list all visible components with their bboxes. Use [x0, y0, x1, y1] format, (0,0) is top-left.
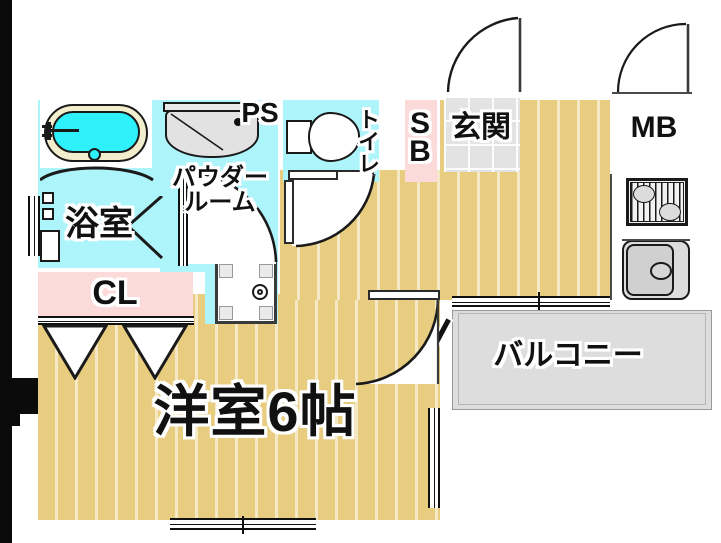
- bathtub-drain-icon: [88, 148, 101, 161]
- bathroom-folding-door[interactable]: [118, 196, 164, 268]
- bathroom-window[interactable]: [28, 196, 40, 256]
- closet-folding-door-right[interactable]: [122, 324, 188, 380]
- closet-door-track[interactable]: [38, 316, 194, 325]
- toilet-bowl: [308, 112, 360, 162]
- meter-box-floor: [610, 100, 698, 166]
- wall-left-upper: [0, 0, 12, 104]
- room-label-meter-box: MB: [630, 111, 678, 144]
- kitchen-sink-edge: [622, 239, 690, 241]
- bathroom-shelf-icon: [40, 230, 60, 262]
- toilet-door-leaf-open[interactable]: [284, 180, 294, 244]
- washer-drain-icon: [252, 284, 268, 300]
- wall-top-4: [0, 414, 20, 426]
- entrance-door[interactable]: [446, 10, 524, 94]
- entrance-floor: [444, 96, 520, 172]
- main-room-door-frame: [368, 290, 440, 300]
- washer-foot-tl: [219, 264, 233, 278]
- wall-left-upper-2: [0, 104, 12, 378]
- bathroom-control-panel-icon: [42, 192, 54, 204]
- balcony-area: [452, 310, 712, 410]
- main-room-floor: [38, 294, 440, 520]
- south-window-mullion: [242, 516, 244, 534]
- bathtub-faucet-handle-icon: [42, 125, 52, 128]
- room-label-entrance: 玄関: [451, 111, 511, 144]
- room-label-bathroom: 浴室: [65, 205, 133, 243]
- room-label-shoe-box: S B: [409, 107, 431, 168]
- room-label-main-room: 洋室6帖: [153, 380, 357, 443]
- meter-box-door[interactable]: [616, 20, 694, 94]
- powder-door-leaf[interactable]: [178, 170, 188, 266]
- washbasin-tap-icon: [234, 118, 242, 126]
- toilet-door-leaf[interactable]: [288, 170, 338, 180]
- washbasin: [165, 110, 259, 158]
- balcony-inner-edge: [458, 313, 706, 405]
- bathtub-faucet-handle2-icon: [42, 134, 52, 137]
- washer-foot-tr: [259, 264, 273, 278]
- kitchen-counter-edge: [610, 174, 612, 300]
- wall-right-upper: [0, 426, 12, 543]
- entrance-door-threshold: [448, 90, 520, 98]
- room-label-balcony: バルコニー: [493, 339, 643, 372]
- room-label-closet: CL: [92, 274, 138, 312]
- bathtub-water: [52, 111, 140, 153]
- stove-burner-1-icon: [633, 185, 655, 203]
- kitchen-hall-floor: [440, 100, 610, 300]
- meter-box-threshold-line: [612, 92, 692, 94]
- closet-floor: [38, 272, 193, 318]
- closet-folding-door-left[interactable]: [42, 324, 108, 380]
- east-window[interactable]: [428, 408, 440, 508]
- washer-foot-bl: [219, 306, 233, 320]
- stove-burner-2-icon: [659, 203, 681, 221]
- room-label-powder-room: パウダー ルーム: [172, 164, 268, 216]
- main-room-door[interactable]: [350, 296, 442, 388]
- kitchen-sink-drain-icon: [650, 262, 672, 280]
- balcony-sliding-window[interactable]: [452, 296, 610, 307]
- meter-box-door-threshold: [612, 92, 692, 98]
- bathtub-faucet-icon: [49, 129, 79, 132]
- bathroom-control-panel2-icon: [42, 208, 54, 220]
- room-label-pipe-shaft: PS: [241, 97, 279, 128]
- balcony-window-mullion: [538, 292, 540, 310]
- shoe-box-floor: [405, 100, 437, 182]
- toilet-door[interactable]: [288, 170, 378, 250]
- bathtub-faucet-base-icon: [46, 122, 51, 140]
- bathroom-step-curve: [40, 166, 154, 182]
- washbasin-inner-line: [170, 113, 224, 151]
- washer-foot-br: [259, 306, 273, 320]
- room-label-toilet: トイレ: [355, 108, 380, 174]
